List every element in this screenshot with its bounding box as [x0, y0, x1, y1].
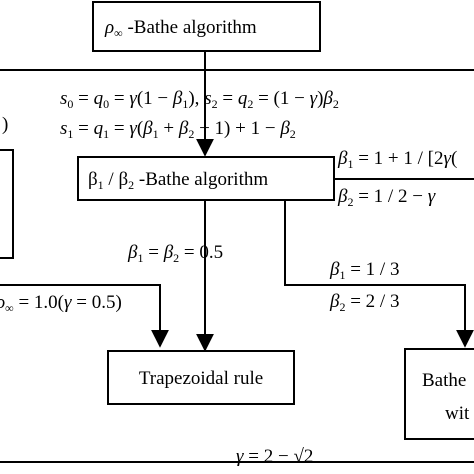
- bathe-right-box: [404, 348, 474, 440]
- bathe-right-label-line1: Bathe: [422, 370, 466, 391]
- equation-gamma-bottom: γ = 2 − √2: [236, 446, 313, 467]
- rho-bathe-label: ρ∞ -Bathe algorithm: [104, 17, 257, 40]
- arrow-to-right-box: [284, 200, 474, 348]
- equation-beta2-twothirds: β2 = 2 / 3: [329, 291, 399, 314]
- equation-beta1-third: β1 = 1 / 3: [329, 259, 399, 282]
- equation-beta1-right: β1 = 1 + 1 / [2γ(: [337, 148, 457, 171]
- equation-s1: s1 = q1 = γ(β1 + β2 − 1) + 1 − β2: [60, 118, 296, 141]
- equation-beta-equal-05: β1 = β2 = 0.5: [127, 242, 223, 265]
- rho-bathe-box: [92, 1, 321, 52]
- arrow-left-to-trapezoidal: [0, 284, 169, 348]
- equation-rho-one: ρ∞ = 1.0(γ = 0.5): [0, 292, 122, 315]
- trapezoidal-box: [107, 350, 295, 405]
- equation-s0-s2: s0 = q0 = γ(1 − β1), s2 = q2 = (1 − γ)β2: [60, 88, 339, 111]
- beta-bathe-label: β1 / β2 -Bathe algorithm: [88, 169, 268, 192]
- trapezoidal-label: Trapezoidal rule: [139, 368, 263, 389]
- left-partial-box: [0, 149, 14, 259]
- equation-beta2-right: β2 = 1 / 2 − γ: [337, 186, 436, 209]
- beta-bathe-box: [77, 156, 335, 201]
- bathe-right-label-line2: wit: [445, 403, 470, 424]
- left-partial-paren: ): [2, 114, 8, 135]
